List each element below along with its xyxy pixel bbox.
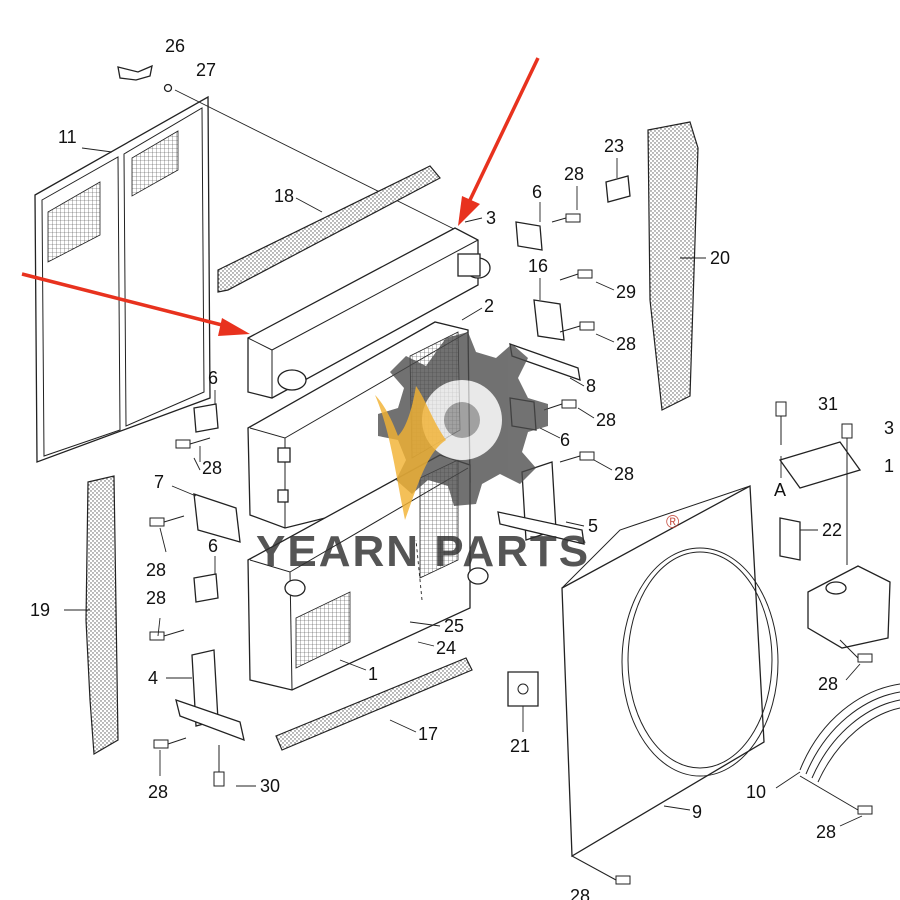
callout-27: 27 [196,60,216,80]
callout-24: 24 [436,638,456,658]
callout-28: 28 [202,458,222,478]
callout-22: 22 [822,520,842,540]
callout-28: 28 [816,822,836,842]
callout-23: 23 [604,136,624,156]
arrow-to-part-3-upper [458,57,540,226]
watermark-logo [375,332,548,520]
callout-28: 28 [596,410,616,430]
part-23-pad [605,175,631,203]
part-10-hose [799,683,900,783]
callout-26: 26 [165,36,185,56]
callout-28: 28 [146,588,166,608]
callout-6: 6 [532,182,542,202]
callout-18: 18 [274,186,294,206]
callout-31: 31 [818,394,838,414]
leader-lines [64,147,863,827]
callout-28: 28 [616,334,636,354]
callout-25: 25 [444,616,464,636]
callout-28: 28 [570,886,590,900]
callout-6: 6 [208,368,218,388]
callout-28: 28 [146,560,166,580]
part-20-right-foam [647,121,699,411]
callout-28: 28 [818,674,838,694]
flame-icon [375,386,446,520]
callout-3: 3 [486,208,496,228]
part-9-fan-shroud [561,484,779,858]
callout-labels: 26 27 11 18 3 6 28 23 20 16 29 2 28 8 6 … [30,36,894,900]
part-15-reservoir [778,441,891,649]
callout-8: 8 [586,376,596,396]
part-19-left-foam [85,475,119,756]
callout-4: 4 [148,668,158,688]
bolts [149,213,873,885]
part-11-screen-panel [34,89,461,463]
callout-28: 28 [148,782,168,802]
callout-28: 28 [614,464,634,484]
callout-5: 5 [588,516,598,536]
part-3-upper-tank [247,227,491,399]
callout-6: 6 [208,536,218,556]
part-26-wing-screw [117,64,173,93]
callout-6: 6 [560,430,570,450]
callout-9: 9 [692,802,702,822]
callout-17: 17 [418,724,438,744]
callout-20: 20 [710,248,730,268]
part-18-top-strip [217,165,441,293]
callout-11: 11 [58,127,77,147]
callout-30: 30 [260,776,280,796]
callout-7: 7 [154,472,164,492]
callout-29: 29 [616,282,636,302]
callout-15: 1 [884,456,894,476]
callout-16: 16 [528,256,548,276]
callout-3: 3 [884,418,894,438]
callout-1: 1 [368,664,378,684]
red-arrows [21,57,540,336]
callout-10: 10 [746,782,766,802]
arrow-to-part-3-left [21,272,250,336]
callout-28: 28 [564,164,584,184]
watermark-text: YEARN PARTS [256,527,590,576]
part-17-bottom-strip [275,657,473,751]
callout-21: 21 [510,736,530,756]
registered-mark: ® [666,512,679,532]
callout-19: 19 [30,600,50,620]
callout-2: 2 [484,296,494,316]
callout-A: A [774,480,786,500]
